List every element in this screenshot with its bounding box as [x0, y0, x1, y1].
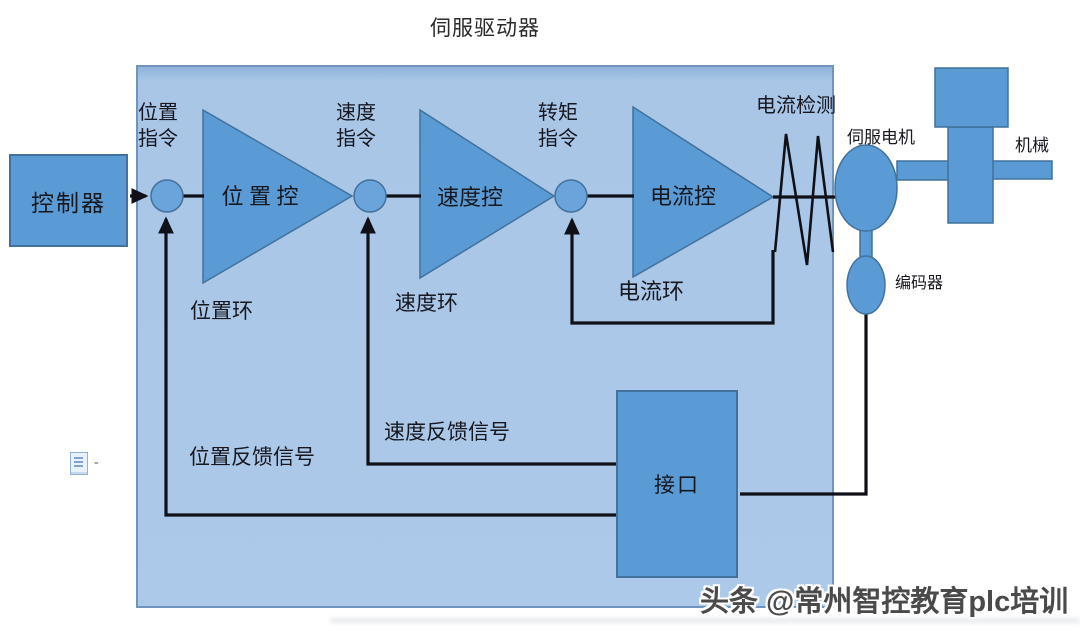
watermark-text: 头条 @常州智控教育plc培训	[700, 586, 1069, 618]
position-command-label: 位置 指令	[138, 102, 178, 150]
encoder-label: 编码器	[895, 275, 944, 292]
machine-head-block	[934, 67, 1009, 128]
current-detection-zigzag	[773, 133, 835, 266]
current-feedback-wire	[564, 217, 775, 325]
speed-loop-label: 速度环	[395, 291, 458, 315]
servo-motor-shape	[834, 144, 898, 232]
speed-summing-junction	[353, 179, 387, 213]
speed-controller-triangle	[419, 108, 556, 280]
torque-command-label: 转矩 指令	[538, 102, 578, 150]
servo-motor-label: 伺服电机	[847, 128, 915, 147]
position-feedback-wire	[158, 216, 616, 517]
current-controller-label: 电流控	[649, 184, 716, 209]
document-icon	[70, 452, 88, 475]
position-controller-label: 位 置 控	[221, 184, 299, 209]
page-edge-shadow	[330, 618, 1080, 623]
interface-label: 接口	[654, 473, 700, 497]
machine-column	[947, 126, 994, 224]
encoder-to-interface-wire	[740, 313, 868, 496]
interface-block: 接口	[616, 390, 738, 578]
controller-label: 控制器	[31, 190, 106, 216]
encoder-shape	[846, 255, 886, 315]
speed-feedback-wire	[360, 216, 616, 466]
current-loop-label: 电流环	[618, 279, 685, 304]
document-icon-dash: -	[94, 455, 99, 470]
speed-feedback-label: 速度反馈信号	[384, 420, 510, 444]
position-loop-label: 位置环	[190, 299, 253, 323]
current-controller-triangle	[632, 105, 775, 279]
diagram-title: 伺服驱动器	[430, 16, 540, 40]
current-detection-label: 电流检测	[756, 95, 836, 117]
machine-output-shaft	[991, 160, 1053, 180]
torque-summing-junction	[554, 179, 588, 213]
motor-shaft	[896, 160, 950, 181]
speed-command-label: 速度 指令	[336, 102, 376, 150]
speed-controller-label: 速度控	[436, 185, 503, 210]
controller-block: 控制器	[9, 154, 128, 247]
position-summing-junction	[150, 179, 184, 213]
machine-label: 机械	[1015, 136, 1049, 155]
position-feedback-label: 位置反馈信号	[189, 445, 315, 469]
